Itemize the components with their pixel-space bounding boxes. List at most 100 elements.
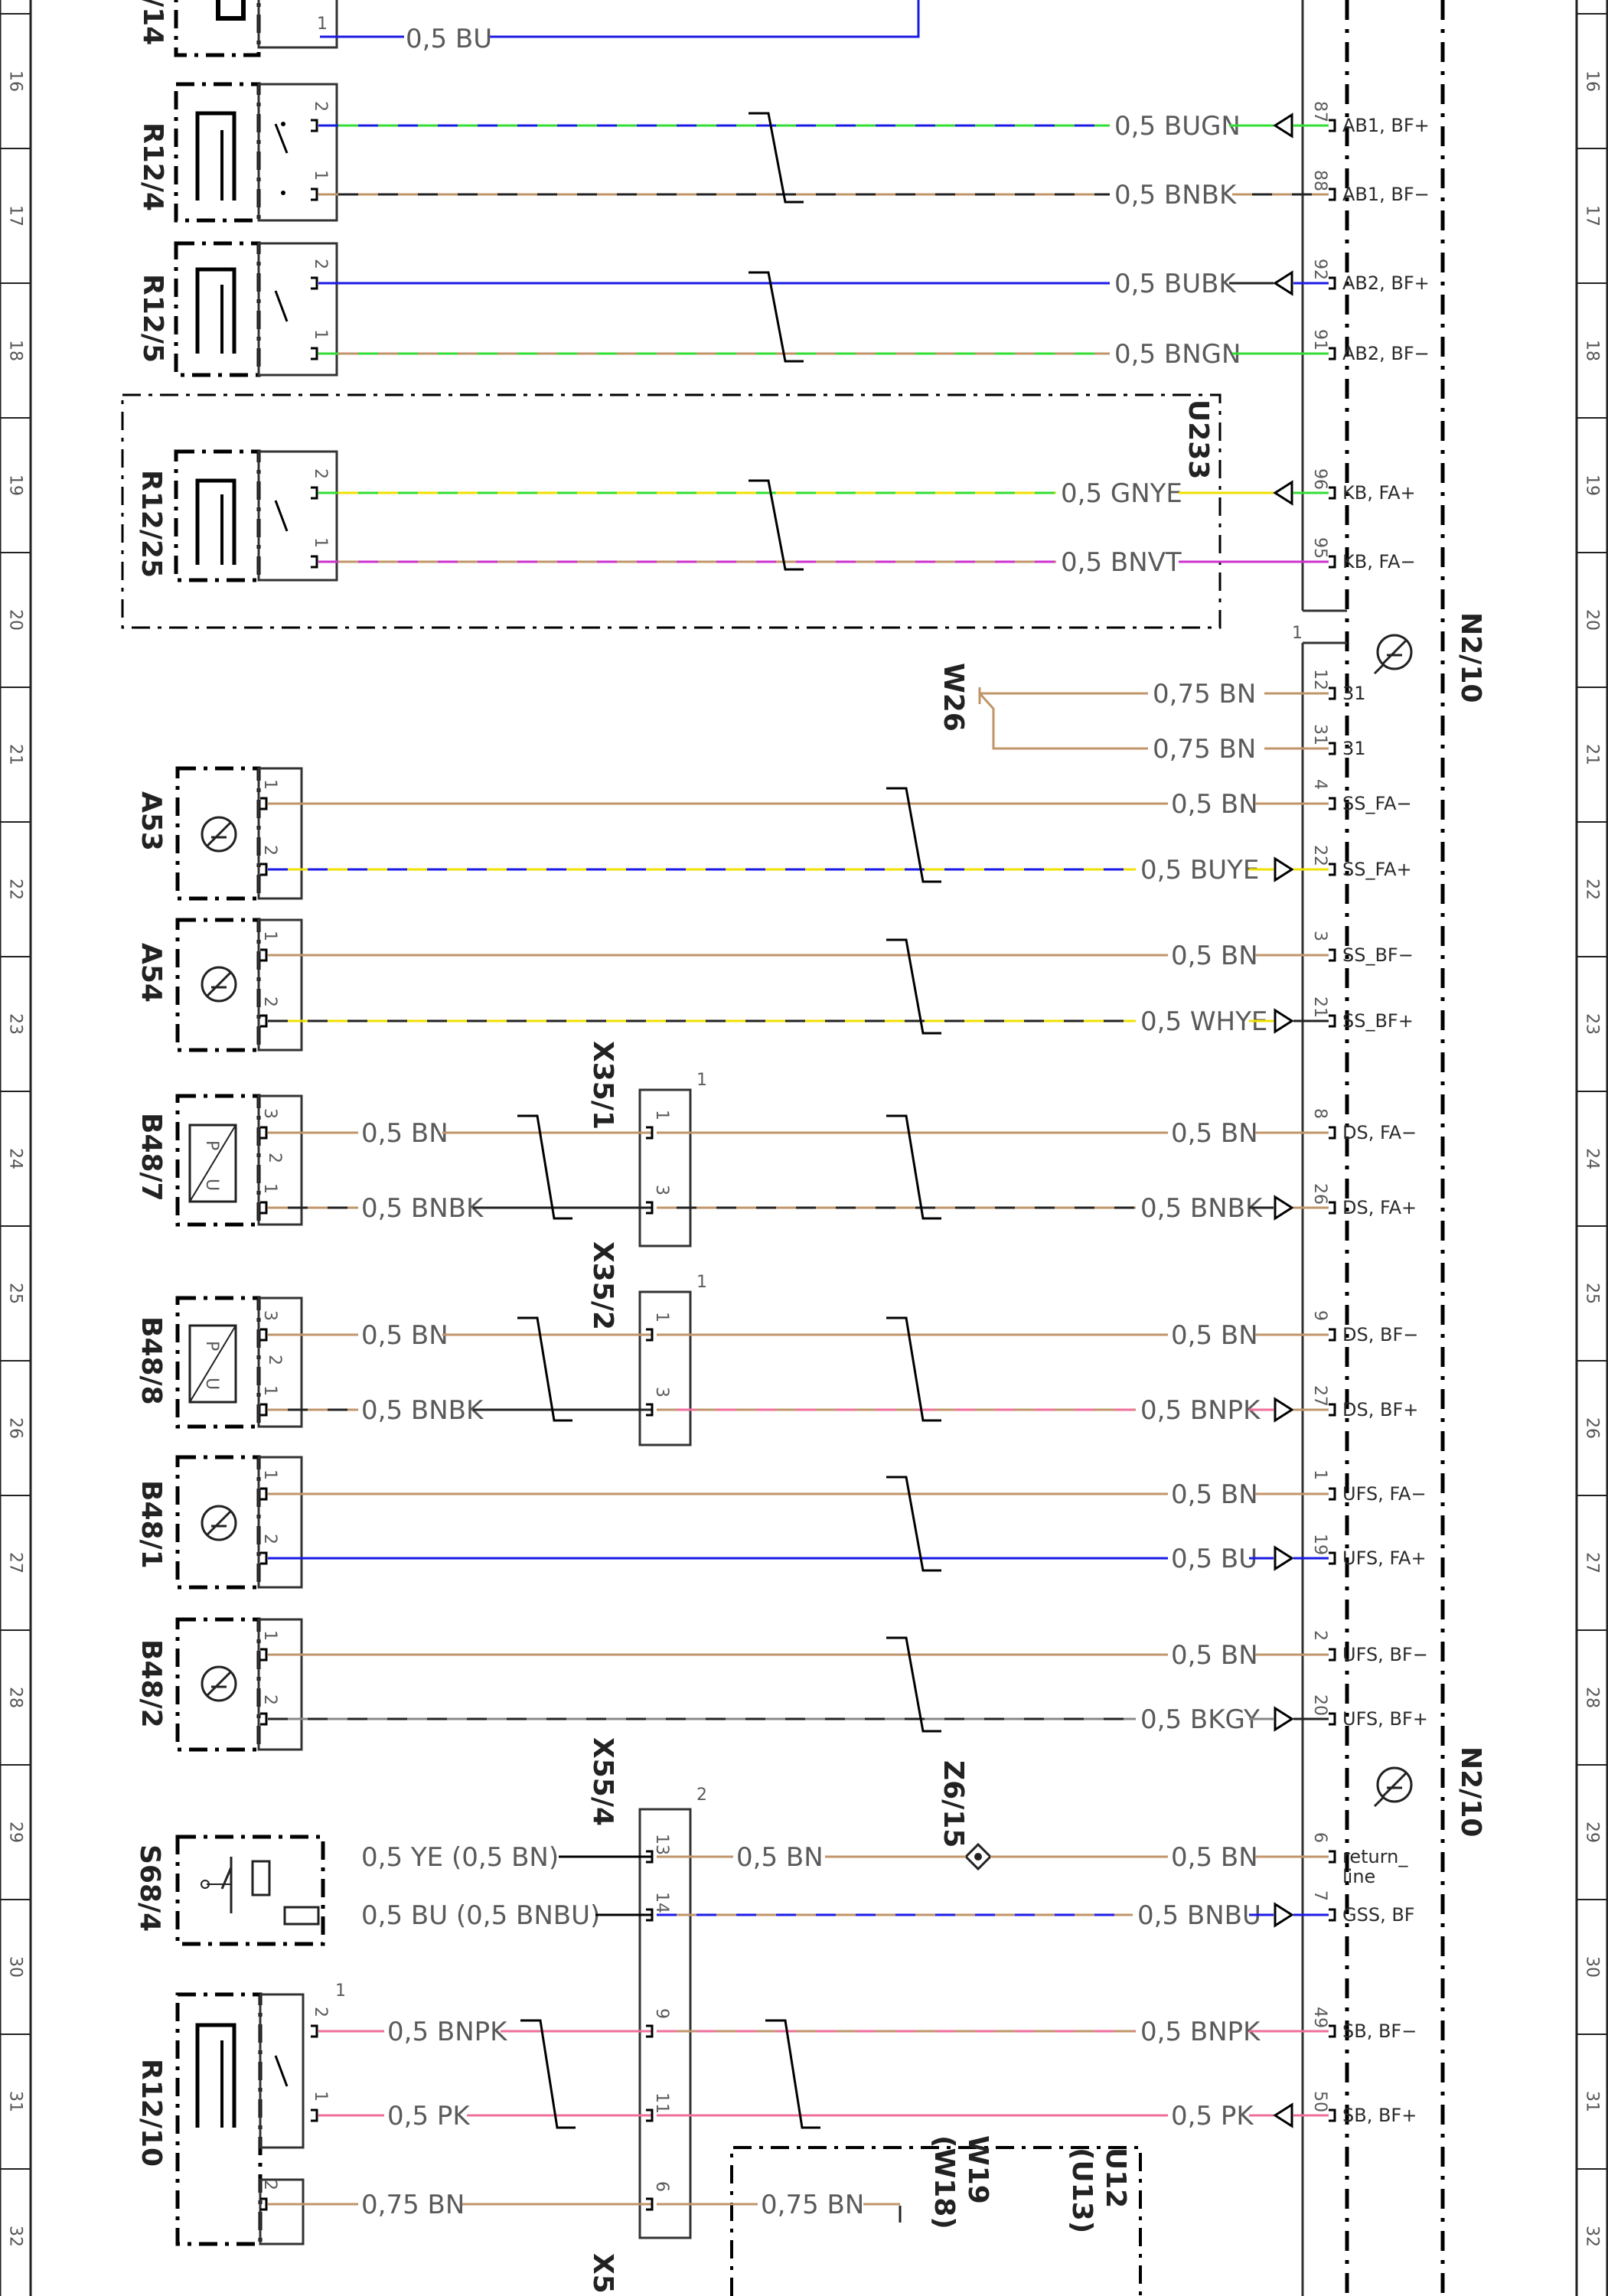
signal-label: DS, FA−: [1342, 1122, 1417, 1143]
wire-label: 0,5 BN: [1171, 1640, 1258, 1671]
pin-number: 3: [652, 1387, 671, 1397]
wire-label: 0,5 BU (0,5 BNBU): [361, 1900, 600, 1931]
pin-number: 19: [1310, 1534, 1329, 1555]
pin-marker: [311, 555, 318, 569]
ruler-num: 16: [1583, 70, 1602, 92]
wire-label: 0,5 BNBU: [1137, 1900, 1261, 1931]
pin-marker: [311, 2024, 318, 2038]
ruler-num: 21: [6, 744, 25, 765]
pin-number: 3: [1310, 931, 1329, 941]
component-u233: U233: [121, 393, 1221, 629]
ruler-num: 20: [1583, 609, 1602, 631]
pin-number: 6: [1310, 1832, 1329, 1843]
component-r12-4: R12/4: [137, 82, 338, 223]
w18-label: (W18): [928, 2135, 960, 2229]
pin-marker: [1329, 1850, 1336, 1864]
ruler-num: 24: [6, 1148, 25, 1169]
pin-marker: [1329, 188, 1336, 201]
pin-marker: [1329, 276, 1336, 290]
signal-label: UFS, BF+: [1342, 1708, 1428, 1730]
w19-label: W19: [962, 2135, 993, 2204]
ruler-num: 31: [6, 2091, 25, 2112]
pin-marker: [260, 797, 268, 810]
pin-number: 14: [652, 1892, 671, 1913]
pin-marker: [1329, 2108, 1336, 2122]
b48-1-label: B48/1: [135, 1480, 167, 1569]
u13-label: (U13): [1066, 2148, 1098, 2233]
pin-number: 1: [260, 1385, 279, 1396]
pin-number: 2: [311, 2007, 330, 2017]
pin-marker: [646, 1126, 654, 1140]
n2-sensor-icon-top: [1373, 634, 1413, 675]
ruler-num: 17: [1583, 205, 1602, 227]
pin-marker: [1329, 1126, 1336, 1140]
pin-marker: [1329, 1328, 1336, 1342]
ruler-num: 22: [1583, 879, 1602, 900]
pin: 1: [696, 1071, 707, 1090]
ruler-num: 19: [6, 475, 25, 496]
pin-number: 22: [1310, 845, 1329, 866]
pin-number: 88: [1310, 170, 1329, 191]
pin-number: 1: [1310, 1469, 1329, 1480]
x55-cut-label: X5: [587, 2253, 618, 2294]
pin: 2: [265, 1355, 284, 1365]
arrow-in-icon: [1273, 2102, 1293, 2128]
x35-2-label: X35/2: [587, 1241, 618, 1330]
connector-x35-2: X35/2 1: [587, 1241, 707, 1446]
wire-label: 0,5 BU: [1171, 1544, 1257, 1574]
u233-label: U233: [1182, 400, 1214, 479]
pin-number: 20: [1310, 1694, 1329, 1716]
pin-marker: [1329, 119, 1336, 132]
wire-label: 0,5 BNVT: [1061, 547, 1182, 578]
signal-label: SB, BF+: [1342, 2105, 1417, 2126]
component-r12-5: R12/5: [137, 241, 338, 377]
pin-marker: [646, 1908, 654, 1922]
pin-number: 1: [652, 1110, 671, 1120]
ruler-num: 19: [1583, 475, 1602, 496]
wire-label: 0,5 BNPK: [1140, 1395, 1261, 1426]
pin-number: 3: [260, 1108, 279, 1119]
pin-marker: [1329, 1014, 1336, 1028]
pin-marker: [260, 1551, 268, 1565]
wire-label: 0,5 BNBK: [361, 1395, 484, 1426]
s68-4-label: S68/4: [134, 1844, 165, 1932]
wire-label: 0,5 BN: [361, 1118, 448, 1149]
pin-marker: [1329, 1908, 1336, 1922]
wire-label: 0,5 WHYE: [1140, 1006, 1267, 1037]
ruler-num: 32: [1583, 2226, 1602, 2247]
pin-number: 7: [1310, 1890, 1329, 1901]
x35-1-label: X35/1: [587, 1041, 618, 1130]
wire-label: 0,5 BUYE: [1140, 855, 1259, 885]
pin-marker: [1329, 2024, 1336, 2038]
wire-label: 0,5 BN: [1171, 789, 1258, 820]
b48-2-sensor-icon: [201, 1665, 237, 1702]
twisted-pair-marker: [517, 1114, 572, 1220]
b48-7-p: P: [202, 1140, 221, 1150]
pin-marker: [1329, 948, 1336, 962]
pin-number: 2: [260, 2180, 279, 2190]
pin-number: 1: [260, 1469, 279, 1480]
wire-label: 0,5 YE (0,5 BN): [361, 1842, 559, 1873]
component-b48-8: B48/8 P U 2: [135, 1296, 303, 1429]
a53-label: A53: [135, 791, 167, 851]
n2-10-label-top: N2/10: [1455, 612, 1486, 703]
connector-x35-1: X35/1 1: [587, 1041, 707, 1247]
wire-label: 0,5 BNBK: [361, 1193, 484, 1224]
wire-label: 0,5 PK: [1171, 2101, 1254, 2131]
pin-number: 27: [1310, 1385, 1329, 1407]
r12-10-label: R12/10: [135, 2059, 167, 2167]
pin-marker: [646, 2024, 654, 2038]
pin-number: 9: [652, 2008, 671, 2019]
pin-number: 12: [1310, 669, 1329, 690]
ruler-num: 28: [1583, 1687, 1602, 1708]
twisted-pair-marker: [749, 271, 804, 363]
signal-label: AB2, BF+: [1342, 272, 1430, 294]
pin-marker: [1329, 1487, 1336, 1501]
pin-number: 2: [311, 259, 330, 269]
ruler-num: 26: [1583, 1417, 1602, 1439]
pin-marker: [260, 948, 268, 962]
ruler-num: 23: [1583, 1013, 1602, 1035]
a53-sensor-icon: [201, 816, 237, 853]
pin-number: 3: [652, 1185, 671, 1195]
ruler-num: 27: [6, 1552, 25, 1574]
